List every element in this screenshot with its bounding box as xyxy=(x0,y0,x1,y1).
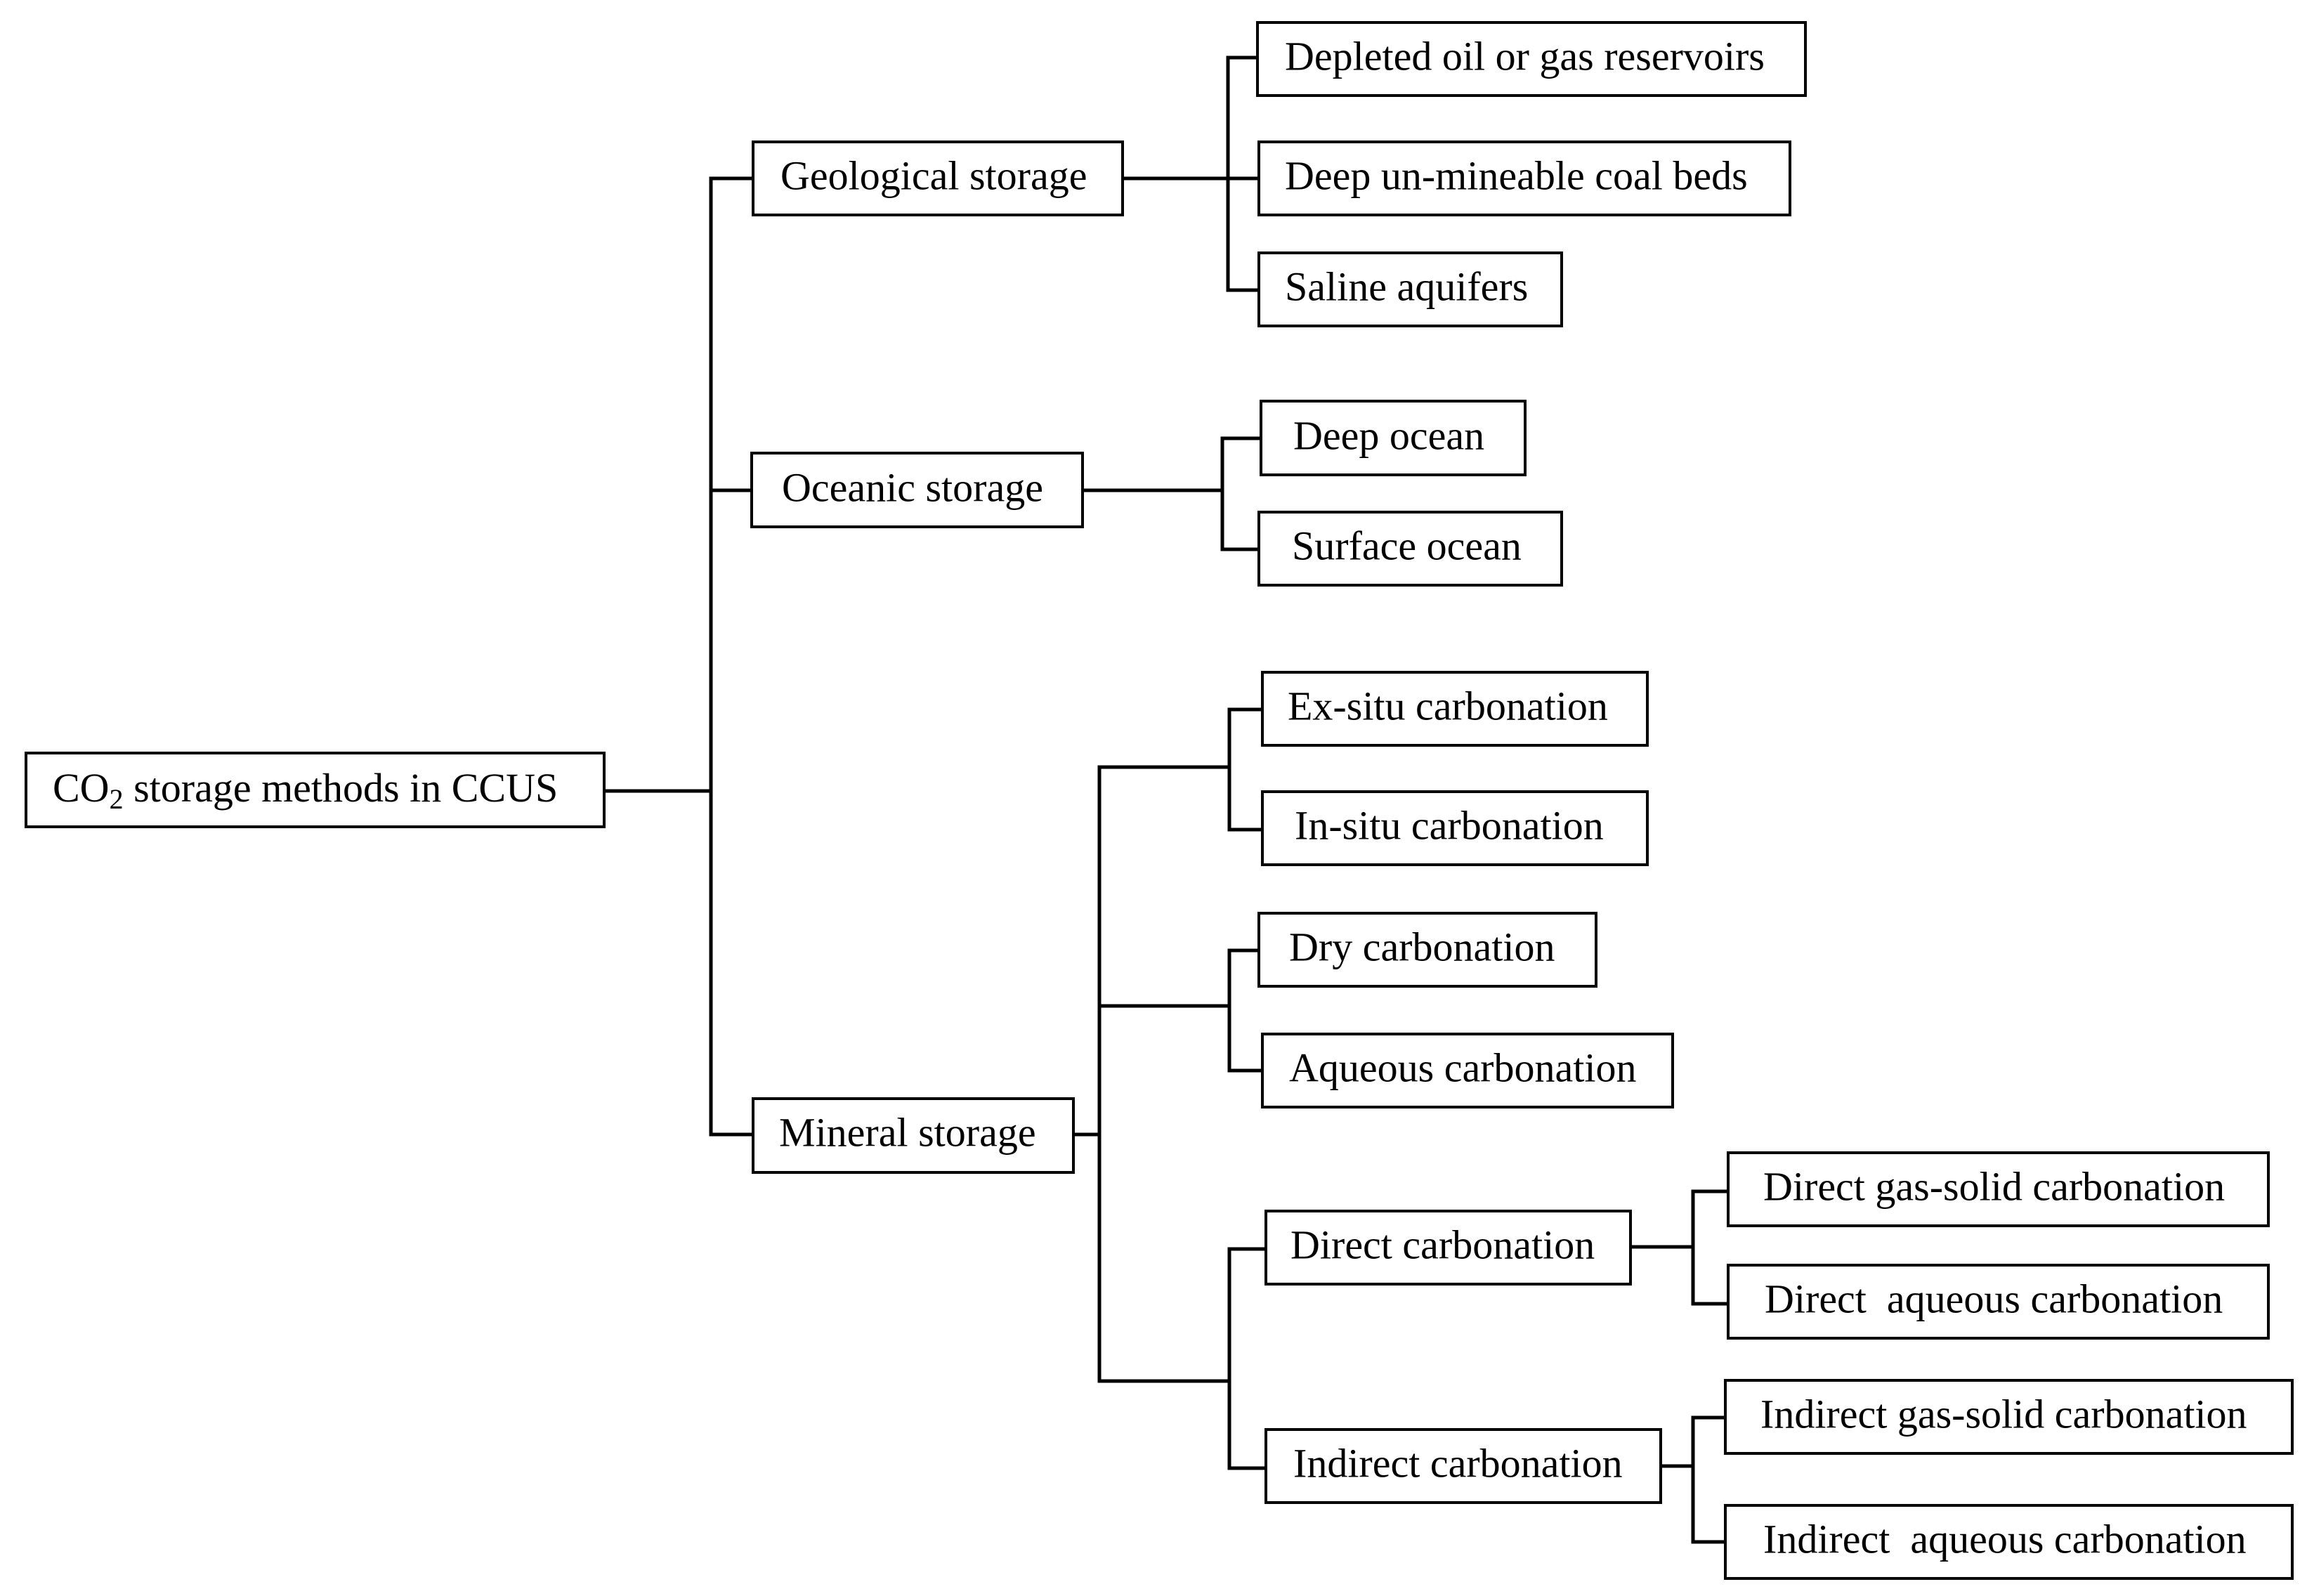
in-situ-carbonation-label: In-situ carbonation xyxy=(1295,802,1604,848)
geological-storage-node: Geological storage xyxy=(752,140,1124,216)
mineral-storage-label: Mineral storage xyxy=(779,1109,1036,1155)
root-node-label: CO2 storage methods in CCUS xyxy=(53,765,558,815)
surface-ocean-label: Surface ocean xyxy=(1292,523,1522,568)
oceanic-storage-node: Oceanic storage xyxy=(750,452,1084,528)
indirect-aqueous-label: Indirect aqueous carbonation xyxy=(1763,1516,2247,1562)
saline-aquifers-label: Saline aquifers xyxy=(1285,263,1528,309)
subscript-two: 2 xyxy=(110,783,124,815)
direct-aqueous-label: Direct aqueous carbonation xyxy=(1765,1276,2223,1321)
indirect-gas-solid-label: Indirect gas-solid carbonation xyxy=(1760,1391,2247,1437)
in-situ-carbonation-node: In-situ carbonation xyxy=(1261,790,1649,866)
indirect-gas-solid-node: Indirect gas-solid carbonation xyxy=(1724,1379,2294,1455)
direct-aqueous-node: Direct aqueous carbonation xyxy=(1727,1264,2270,1340)
indirect-carbonation-label: Indirect carbonation xyxy=(1293,1440,1623,1486)
root-node: CO2 storage methods in CCUS xyxy=(25,752,606,828)
coal-beds-label: Deep un-mineable coal beds xyxy=(1285,152,1748,198)
connectors xyxy=(602,55,1730,1544)
aqueous-carbonation-node: Aqueous carbonation xyxy=(1261,1033,1674,1108)
deep-ocean-label: Deep ocean xyxy=(1293,412,1484,458)
dry-carbonation-label: Dry carbonation xyxy=(1289,924,1555,969)
geological-storage-label: Geological storage xyxy=(780,152,1087,198)
depleted-reservoirs-node: Depleted oil or gas reservoirs xyxy=(1256,21,1807,97)
mineral-storage-node: Mineral storage xyxy=(752,1097,1075,1174)
indirect-aqueous-node: Indirect aqueous carbonation xyxy=(1724,1504,2294,1580)
deep-ocean-node: Deep ocean xyxy=(1260,400,1527,476)
direct-carbonation-label: Direct carbonation xyxy=(1290,1222,1595,1267)
ex-situ-carbonation-label: Ex-situ carbonation xyxy=(1288,683,1608,728)
oceanic-storage-label: Oceanic storage xyxy=(782,464,1043,510)
indirect-carbonation-node: Indirect carbonation xyxy=(1264,1428,1662,1504)
saline-aquifers-node: Saline aquifers xyxy=(1257,251,1563,327)
surface-ocean-node: Surface ocean xyxy=(1257,511,1563,587)
coal-beds-node: Deep un-mineable coal beds xyxy=(1257,140,1791,216)
direct-carbonation-node: Direct carbonation xyxy=(1264,1210,1632,1286)
depleted-reservoirs-label: Depleted oil or gas reservoirs xyxy=(1285,33,1765,79)
aqueous-carbonation-label: Aqueous carbonation xyxy=(1289,1045,1636,1090)
direct-gas-solid-node: Direct gas-solid carbonation xyxy=(1727,1151,2270,1227)
ex-situ-carbonation-node: Ex-situ carbonation xyxy=(1261,671,1649,747)
dry-carbonation-node: Dry carbonation xyxy=(1257,912,1597,988)
direct-gas-solid-label: Direct gas-solid carbonation xyxy=(1763,1163,2225,1209)
